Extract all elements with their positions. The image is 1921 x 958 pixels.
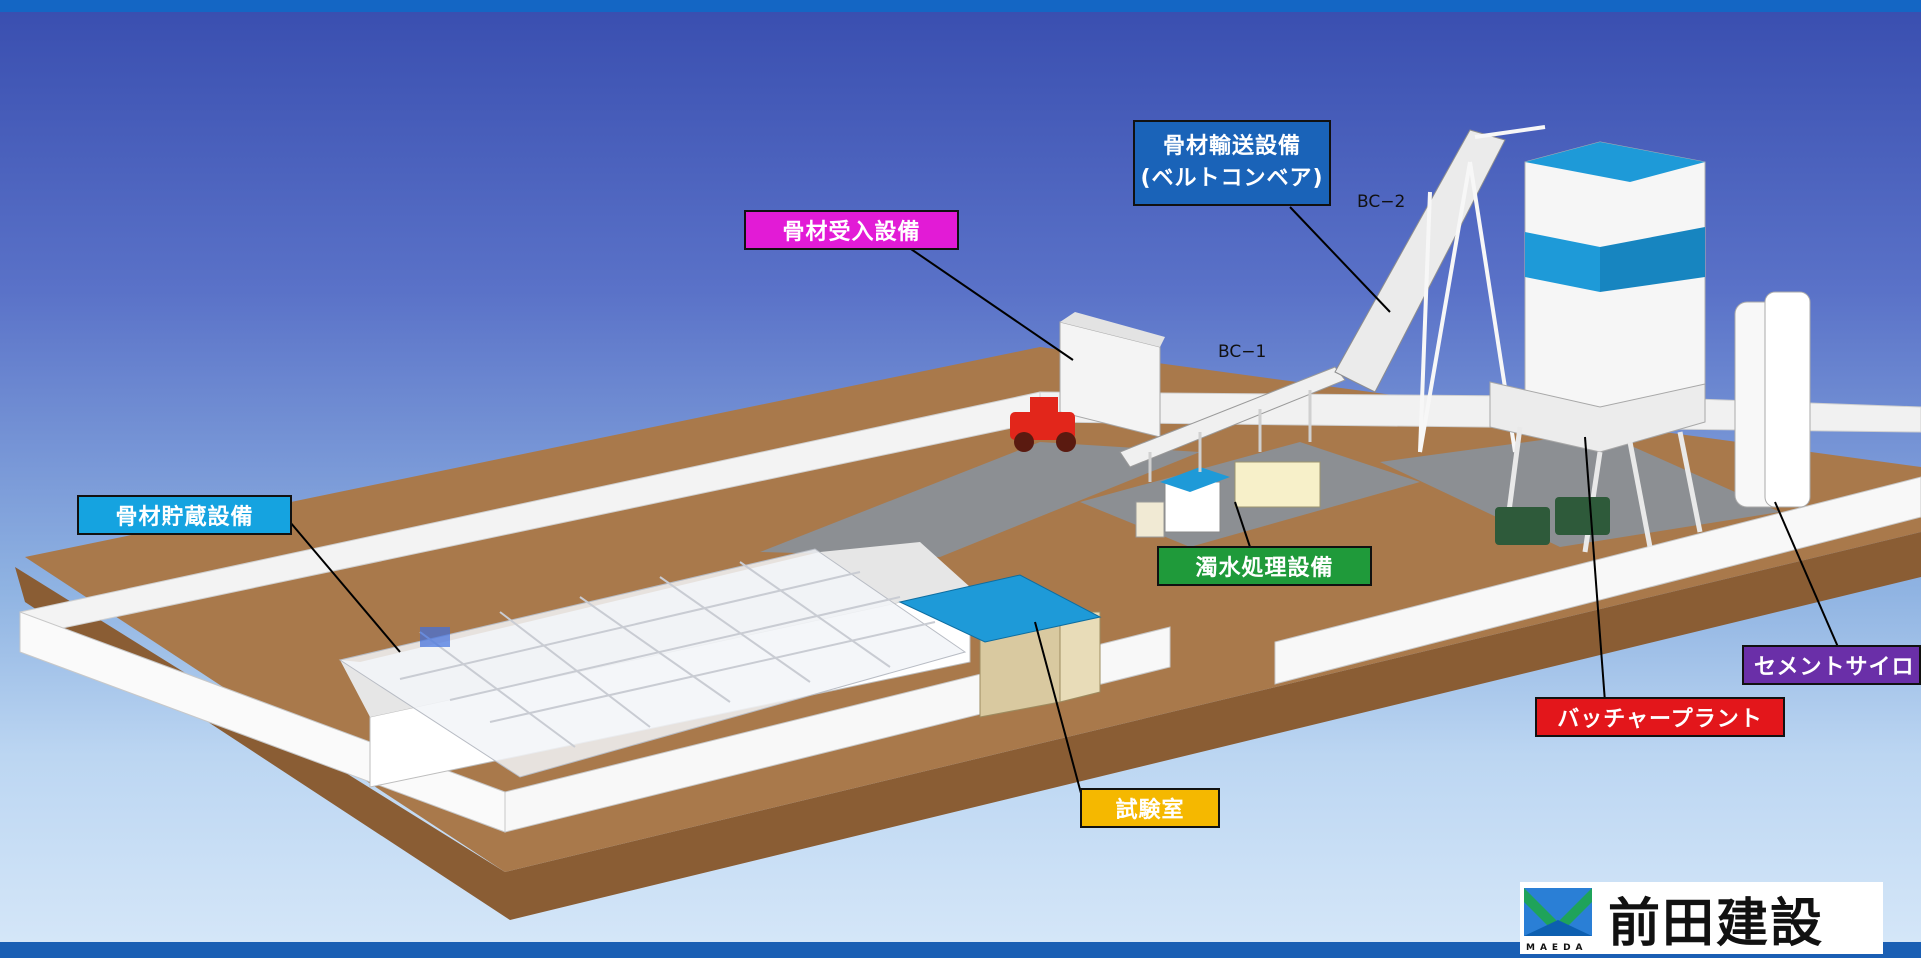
mixer-trucks: [1495, 497, 1610, 545]
label-test-room: 試験室: [1080, 788, 1220, 828]
batcher-roof: [1525, 142, 1705, 182]
conveyor-tag-bc2: BC−2: [1357, 192, 1406, 212]
label-aggregate-receiving: 骨材受入設備: [744, 210, 959, 250]
company-logo: MAEDA 前田建設: [1520, 882, 1883, 954]
plant-illustration: [15, 125, 1921, 920]
label-aggregate-transport-line2: (ベルトコンベア): [1140, 166, 1324, 191]
paved-area: [1380, 432, 1780, 547]
water-tanks: [1234, 461, 1321, 508]
test-room-side: [1059, 611, 1101, 703]
label-aggregate-transport: 骨材輸送設備 (ベルトコンベア): [1133, 120, 1331, 206]
logo-sub-text: MAEDA: [1526, 943, 1588, 953]
batcher-platform: [1489, 381, 1706, 453]
water-hut-roof: [1160, 467, 1230, 492]
label-aggregate-transport-line1: 骨材輸送設備: [1162, 134, 1301, 159]
conveyor-tag-bc1: BC−1: [1218, 342, 1267, 362]
loader: [1010, 397, 1076, 452]
label-aggregate-storage: 骨材貯蔵設備: [77, 495, 292, 535]
test-room-roof: [898, 574, 1102, 643]
logo-name: 前田建設: [1608, 893, 1825, 954]
label-turbid-water: 濁水処理設備: [1157, 546, 1372, 586]
label-batcher-plant: バッチャープラント: [1535, 697, 1785, 737]
conveyor-bc1: [1119, 366, 1346, 468]
maeda-logo-mark-icon: MAEDA: [1520, 882, 1596, 954]
receiving-hopper-top: [1060, 312, 1165, 347]
water-tank-round-body: [1135, 501, 1165, 538]
front-wall-right: [1274, 476, 1921, 685]
storage-equipment: [420, 627, 450, 647]
leader-lines: [289, 206, 1839, 798]
cement-silo-2: [1764, 291, 1811, 508]
conveyor-bc2: [1334, 129, 1506, 393]
batcher-band-left: [1525, 232, 1600, 292]
batcher-band-right: [1600, 227, 1705, 292]
label-cement-silo: セメントサイロ: [1742, 645, 1921, 685]
paved-area: [760, 442, 1200, 557]
